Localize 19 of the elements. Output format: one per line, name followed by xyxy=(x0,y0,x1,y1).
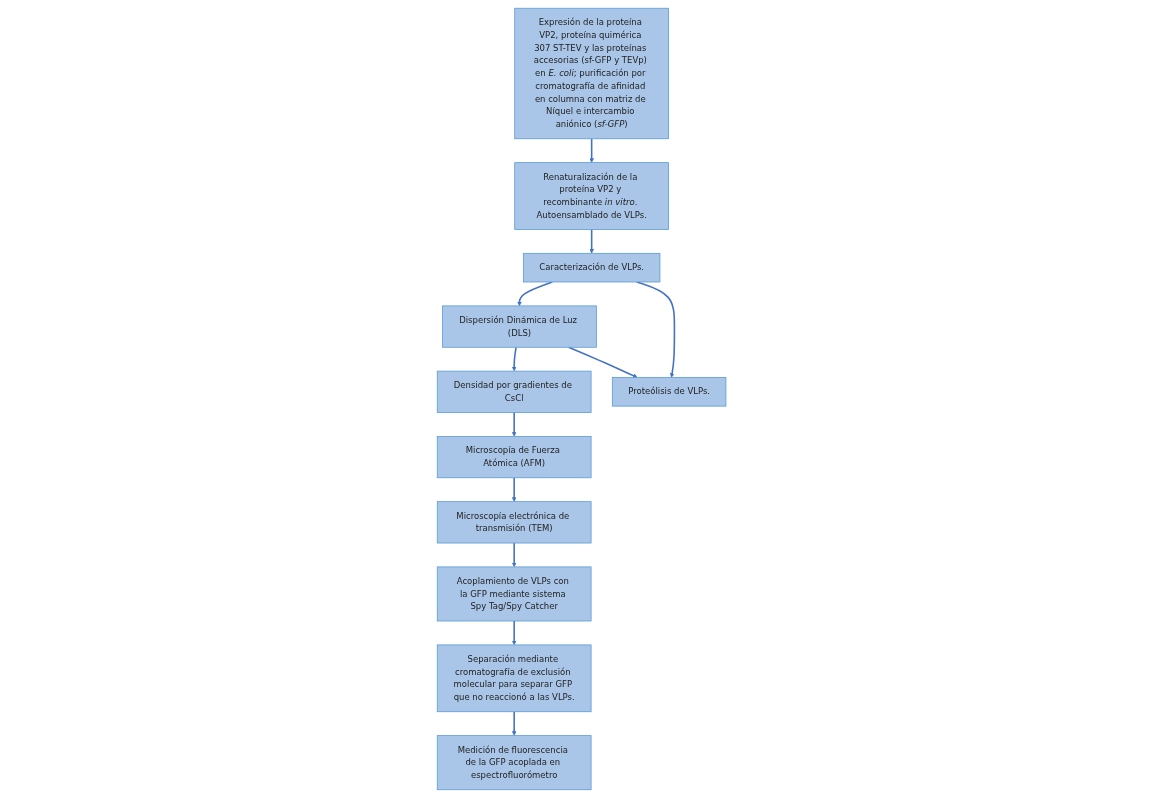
arrow xyxy=(511,710,517,736)
node-box: Renaturalización de la proteína VP2 y recombinante in vitro. Autoensamblado de VLPs. xyxy=(514,162,669,230)
node-box: Proteólisis de VLPs. xyxy=(611,377,727,407)
node-box: Microscopía electrónica de transmisión (TEM) xyxy=(436,501,592,544)
arrow xyxy=(511,542,517,568)
arrow xyxy=(511,620,517,646)
node-box: Densidad por gradientes de CsCl xyxy=(436,370,592,413)
arrow xyxy=(589,228,594,254)
node-box: Caracterización de VLPs. xyxy=(522,252,661,283)
node-box: Acoplamiento de VLPs con la GFP mediante sistema Spy Tag/Spy Catcher xyxy=(436,566,592,622)
arrow xyxy=(511,477,517,502)
node-box: Medición de fluorescencia de la GFP acoplada en espectrofluorómetro xyxy=(436,735,592,791)
arrow xyxy=(589,137,594,163)
node-box: Dispersión Dinámica de Luz (DLS) xyxy=(442,305,597,348)
node-box: Microscopía de Fuerza Atómica (AFM) xyxy=(436,436,592,479)
node-box: Expresión de la proteína VP2, proteína quimérica 307 ST-TEV y las proteínas accesorias (sf-GFP y TEVp) en E. coli; purificación por cromatografía de afinidad en columna con matriz de Níquel e intercambio aniónico (sf-GFP) xyxy=(514,7,669,140)
arrow xyxy=(511,411,517,437)
arrow xyxy=(511,346,517,372)
node-box: Separación mediante cromatografía de exclusión molecular para separar GFP que no reaccionó a las VLPs. xyxy=(436,644,592,713)
